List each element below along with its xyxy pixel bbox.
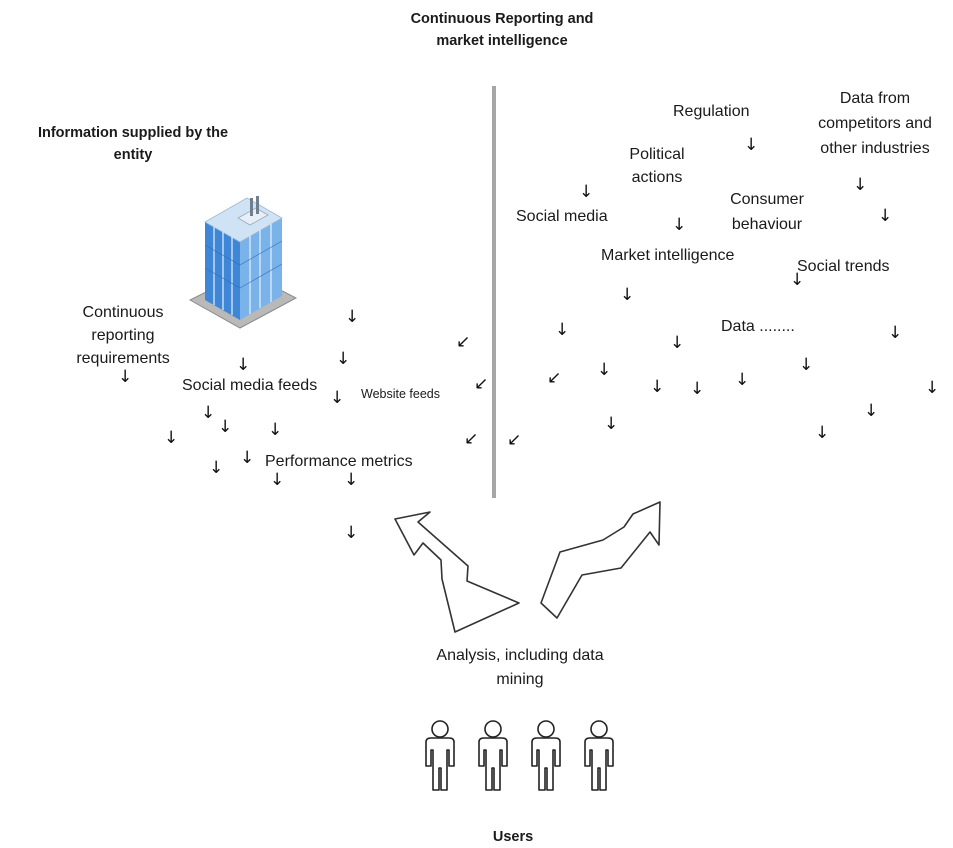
down-arrow-icon: ↓: [672, 215, 687, 235]
down-arrow-icon: ↓: [236, 355, 251, 375]
zigzag-arrow-right: [540, 501, 661, 619]
website-feeds-label: Website feeds: [361, 387, 440, 401]
down-arrow-icon: ↓: [670, 333, 685, 353]
down-left-arrow-icon: ↙: [507, 430, 522, 450]
down-arrow-icon: ↓: [878, 206, 893, 226]
down-arrow-icon: ↓: [790, 270, 805, 290]
down-arrow-icon: ↓: [218, 417, 233, 437]
down-arrow-icon: ↓: [735, 370, 750, 390]
down-arrow-icon: ↓: [268, 420, 283, 440]
performance-metrics-label: Performance metrics: [265, 453, 413, 470]
down-left-arrow-icon: ↙: [474, 374, 489, 394]
down-arrow-icon: ↓: [925, 378, 940, 398]
down-arrow-icon: ↓: [209, 458, 224, 478]
social-media-label: Social media: [516, 208, 608, 225]
down-arrow-icon: ↓: [690, 379, 705, 399]
data-label: Data ........: [721, 318, 795, 335]
market-intelligence-label: Market intelligence: [601, 247, 735, 264]
down-arrow-icon: ↓: [597, 360, 612, 380]
consumer-behaviour-label: Consumer behaviour: [730, 191, 804, 233]
down-arrow-icon: ↓: [270, 470, 285, 490]
down-arrow-icon: ↓: [650, 377, 665, 397]
down-arrow-icon: ↓: [888, 323, 903, 343]
users-title: Users: [492, 829, 534, 845]
center-divider: [492, 86, 496, 498]
down-arrow-icon: ↓: [744, 135, 759, 155]
continuous-reporting-label: Continuous reporting requirements: [76, 304, 170, 367]
data-from-competitors-label: Data from competitors and other industri…: [818, 90, 932, 157]
down-arrow-icon: ↓: [330, 388, 345, 408]
office-building-icon: [188, 196, 298, 329]
down-arrow-icon: ↓: [201, 403, 216, 423]
user-icon: [425, 720, 455, 791]
down-arrow-icon: ↓: [336, 349, 351, 369]
social-trends-label: Social trends: [797, 258, 890, 275]
user-icon: [584, 720, 614, 791]
down-arrow-icon: ↓: [799, 355, 814, 375]
down-arrow-icon: ↓: [604, 414, 619, 434]
regulation-label: Regulation: [673, 103, 750, 120]
down-arrow-icon: ↓: [853, 175, 868, 195]
down-arrow-icon: ↓: [344, 470, 359, 490]
down-left-arrow-icon: ↙: [464, 429, 479, 449]
user-icon: [531, 720, 561, 791]
user-icon: [478, 720, 508, 791]
down-arrow-icon: ↓: [864, 401, 879, 421]
down-left-arrow-icon: ↙: [547, 368, 562, 388]
political-actions-label: Political actions: [629, 146, 685, 186]
down-arrow-icon: ↓: [345, 307, 360, 327]
down-arrow-icon: ↓: [118, 367, 133, 387]
down-arrow-icon: ↓: [555, 320, 570, 340]
social-media-feeds-label: Social media feeds: [182, 377, 318, 394]
down-left-arrow-icon: ↙: [456, 332, 471, 352]
down-arrow-icon: ↓: [240, 448, 255, 468]
down-arrow-icon: ↓: [164, 428, 179, 448]
down-arrow-icon: ↓: [579, 182, 594, 202]
zigzag-arrow-left: [394, 511, 520, 633]
down-arrow-icon: ↓: [344, 523, 359, 543]
down-arrow-icon: ↓: [815, 423, 830, 443]
down-arrow-icon: ↓: [620, 285, 635, 305]
